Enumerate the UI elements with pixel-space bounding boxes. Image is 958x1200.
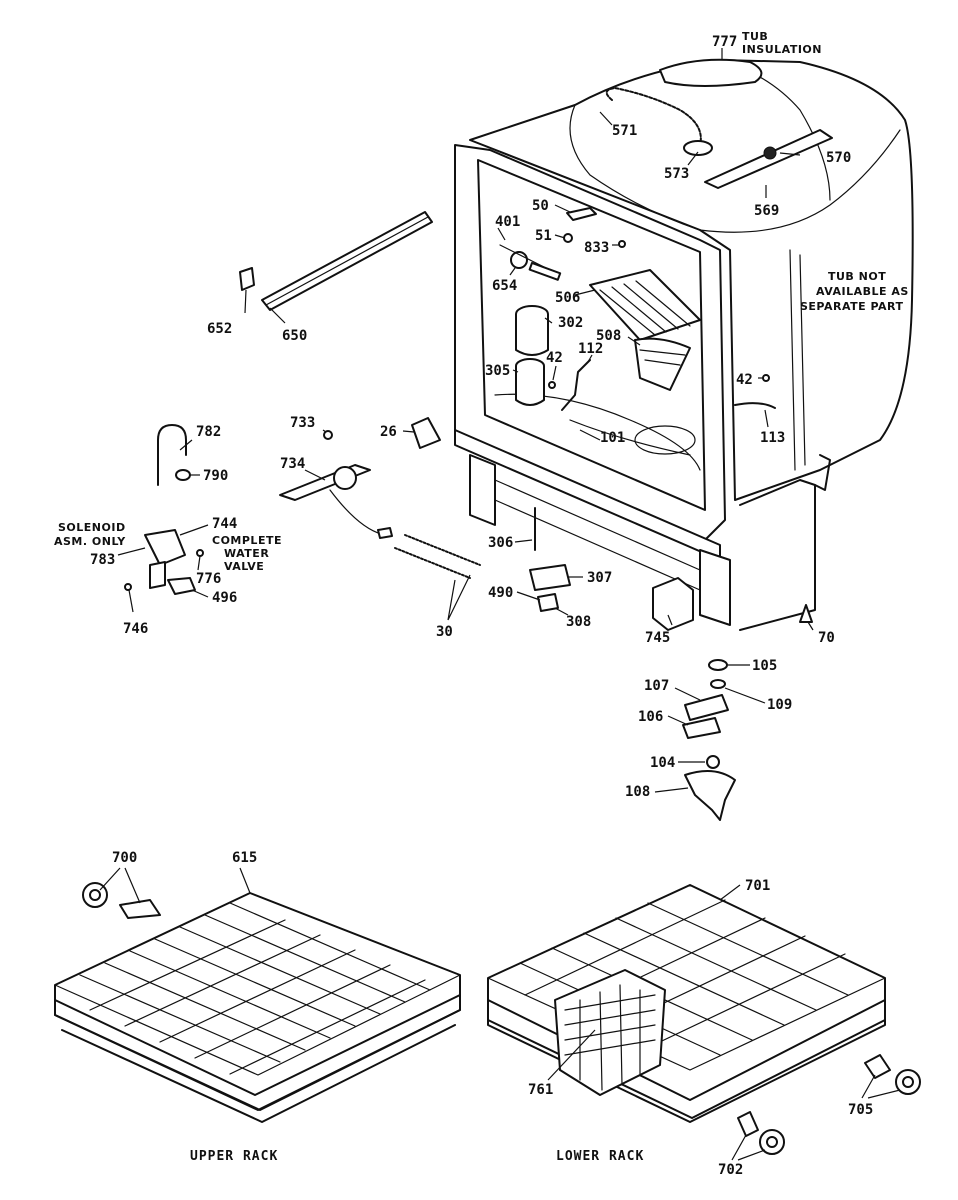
washer-105: [708, 659, 728, 671]
leveling-leg-70: [799, 604, 813, 623]
hose-clamp: [175, 469, 191, 481]
plate-106: [682, 717, 721, 739]
callout-573: 573: [664, 166, 689, 182]
leader-lines: [99, 48, 901, 1161]
callout-776: 776: [196, 571, 221, 587]
callout-705: 705: [848, 1102, 873, 1118]
upper-rack-rollers: [82, 882, 161, 919]
note-solenoid-1: SOLENOID: [58, 521, 126, 534]
gasket-clip: [239, 267, 255, 291]
callout-615: 615: [232, 850, 257, 866]
callout-790: 790: [203, 468, 228, 484]
callout-571: 571: [612, 123, 637, 139]
callout-702: 702: [718, 1162, 743, 1178]
callout-734: 734: [280, 456, 305, 472]
callout-401: 401: [495, 214, 520, 230]
valve-screw-746: [124, 583, 132, 591]
caption-upper-rack: UPPER RACK: [190, 1149, 278, 1164]
valve-bracket-496: [167, 577, 196, 595]
callout-70: 70: [818, 630, 835, 646]
callout-42-b: 42: [736, 372, 753, 388]
inlet-hose: [157, 424, 187, 486]
note-complete-valve-1: COMPLETE: [212, 534, 282, 547]
callout-777: 777: [712, 34, 737, 50]
nut-104: [706, 755, 720, 769]
callout-761: 761: [528, 1082, 553, 1098]
callout-113: 113: [760, 430, 785, 446]
callout-51: 51: [535, 228, 552, 244]
valve-screw-776: [196, 549, 204, 557]
callout-labels: 777 571 573 570 569 50 401 51 833 654 50…: [90, 34, 873, 1178]
callout-108: 108: [625, 784, 650, 800]
note-solenoid-2: ASM. ONLY: [54, 535, 126, 548]
callout-569: 569: [754, 203, 779, 219]
callout-496: 496: [212, 590, 237, 606]
water-valve: [144, 529, 186, 566]
note-tub-not-available-1: TUB NOT: [828, 270, 886, 283]
note-complete-valve-2: WATER: [224, 547, 269, 560]
callout-701: 701: [745, 878, 770, 894]
callout-109: 109: [767, 697, 792, 713]
callout-50: 50: [532, 198, 549, 214]
dishwasher-tub: [454, 58, 914, 631]
callout-302: 302: [558, 315, 583, 331]
lower-rack-rollers-705: [864, 1054, 921, 1095]
callout-745: 745: [645, 630, 670, 646]
callout-107: 107: [644, 678, 669, 694]
callout-746: 746: [123, 621, 148, 637]
notes: TUB INSULATION TUB NOT AVAILABLE AS SEPA…: [54, 30, 909, 573]
door-latch: [411, 417, 441, 449]
screw-733: [323, 430, 333, 440]
callout-833: 833: [584, 240, 609, 256]
note-tub-insulation-2: INSULATION: [742, 43, 822, 56]
hose-fitting: [683, 140, 713, 156]
callout-733: 733: [290, 415, 315, 431]
pump-base-108: [684, 770, 736, 821]
callout-30: 30: [436, 624, 453, 640]
callout-650: 650: [282, 328, 307, 344]
spray-arm-hub: [763, 146, 777, 160]
silverware-basket: [554, 969, 666, 1096]
float-switch: [333, 466, 357, 490]
switch-308: [537, 593, 559, 612]
callout-652: 652: [207, 321, 232, 337]
note-tub-insulation-1: TUB: [742, 30, 768, 43]
note-complete-valve-3: VALVE: [224, 560, 264, 573]
switch-307: [529, 564, 571, 591]
washer-109: [710, 679, 726, 689]
callout-308: 308: [566, 614, 591, 630]
callout-26: 26: [380, 424, 397, 440]
heater-springs: [394, 534, 481, 579]
callout-654: 654: [492, 278, 517, 294]
callout-305: 305: [485, 363, 510, 379]
callout-744: 744: [212, 516, 237, 532]
callout-104: 104: [650, 755, 675, 771]
note-tub-not-available-3: SEPARATE PART: [800, 300, 904, 313]
callout-490: 490: [488, 585, 513, 601]
callout-306: 306: [488, 535, 513, 551]
callout-506: 506: [555, 290, 580, 306]
plate-107: [684, 694, 729, 721]
callout-570: 570: [826, 150, 851, 166]
callout-112: 112: [578, 341, 603, 357]
callout-782: 782: [196, 424, 221, 440]
callout-508: 508: [596, 328, 621, 344]
note-tub-not-available-2: AVAILABLE AS: [816, 285, 909, 298]
internal-components: [499, 207, 776, 456]
control-box-745: [652, 577, 694, 631]
callout-101: 101: [600, 430, 625, 446]
caption-lower-rack: LOWER RACK: [556, 1149, 644, 1164]
callout-783: 783: [90, 552, 115, 568]
callout-105: 105: [752, 658, 777, 674]
callout-42: 42: [546, 350, 563, 366]
callout-106: 106: [638, 709, 663, 725]
upper-rack: [54, 892, 461, 1123]
callout-307: 307: [587, 570, 612, 586]
callout-700: 700: [112, 850, 137, 866]
fill-hose: [605, 87, 702, 146]
lower-rack-rollers-702: [737, 1111, 785, 1155]
captions: UPPER RACK LOWER RACK: [190, 1149, 644, 1164]
